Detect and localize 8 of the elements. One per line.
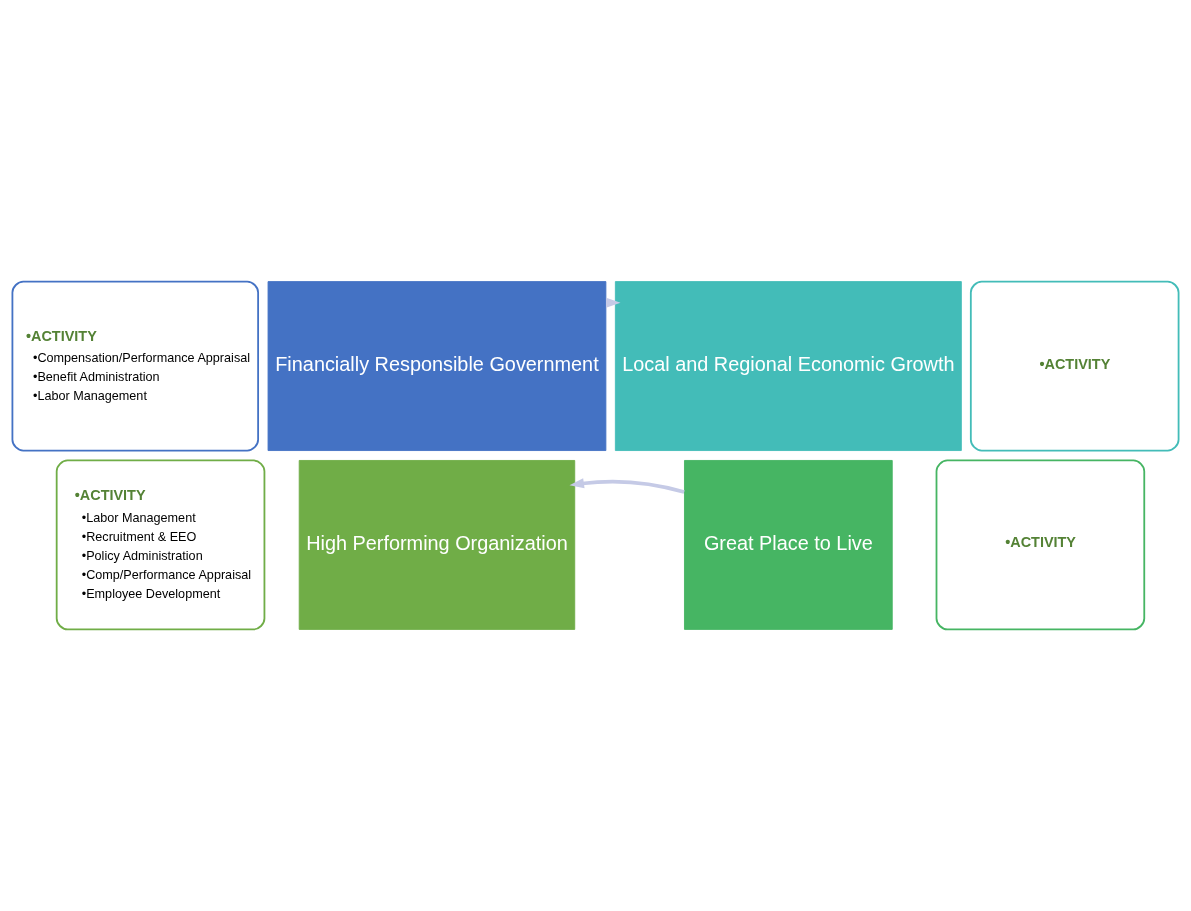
arrow bbox=[569, 478, 685, 494]
node-box: High Performing Organization bbox=[298, 460, 576, 630]
node-box: •ACTIVITY bbox=[935, 459, 1146, 631]
node-box: Great Place to Live bbox=[684, 460, 893, 630]
node-box: •ACTIVITY •Compensation/Performance Appraisal •Benefit Administration •Labor Management bbox=[11, 280, 259, 452]
node-box: •ACTIVITY •Labor Management •Recruitment & EEO •Policy Administration •Comp/Performance Appraisal •Employee Development bbox=[55, 459, 266, 631]
node-box: •ACTIVITY bbox=[969, 280, 1180, 452]
node-box: Local and Regional Economic Growth bbox=[614, 281, 962, 451]
